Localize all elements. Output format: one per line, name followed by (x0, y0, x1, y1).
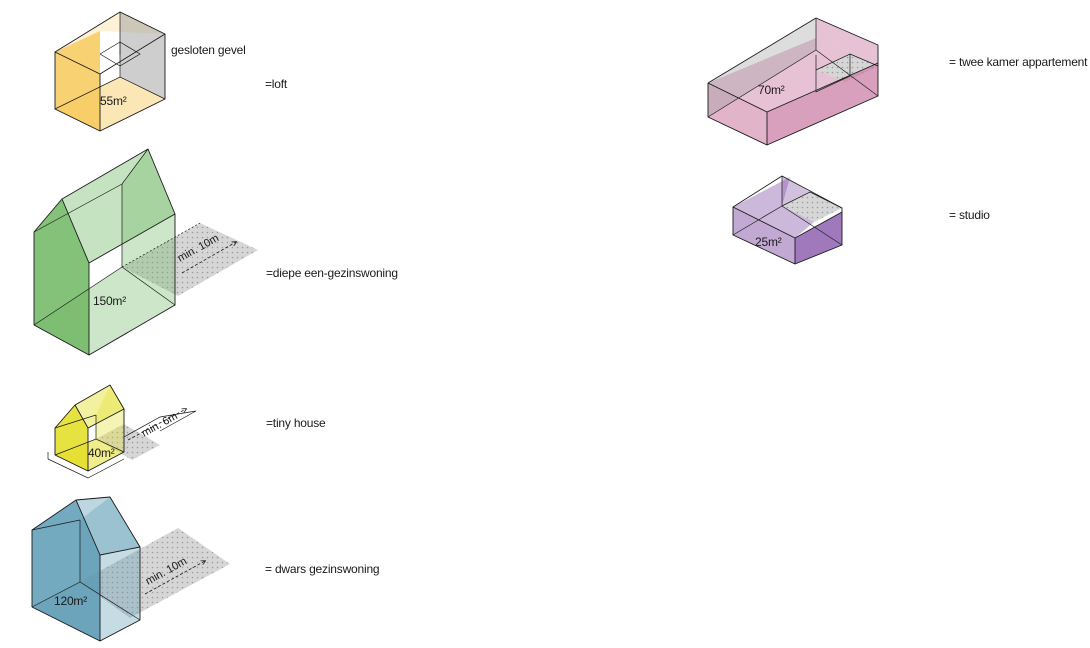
two-room-back-face (816, 18, 878, 63)
family-wide-floor (32, 582, 140, 641)
studio-legend: = studio (949, 208, 990, 222)
loft-legend: =loft (265, 77, 288, 91)
two-room-block (707, 17, 879, 146)
family-deep-area-label: 150m² (93, 294, 127, 308)
studio-block (732, 175, 843, 265)
family-deep-floor (34, 267, 175, 355)
studio-area-label: 25m² (755, 235, 782, 249)
two-room-area-label: 70m² (758, 83, 785, 97)
studio-back-face (782, 176, 810, 206)
family-deep-yard (122, 223, 258, 296)
loft-block (54, 11, 166, 132)
loft-closed-facade (120, 12, 165, 99)
tiny-house-legend: =tiny house (266, 416, 326, 430)
family-wide-area-label: 120m² (54, 594, 88, 608)
studio-left-face (733, 207, 795, 264)
family-wide-legend: = dwars gezinswoning (265, 562, 380, 576)
family-deep-roof (62, 149, 175, 263)
tiny-house-back-face (96, 385, 124, 452)
two-room-legend: = twee kamer appartement (949, 55, 1088, 69)
tiny-house-block: min. 6m (47, 384, 197, 479)
family-deep-back-face (122, 149, 175, 305)
loft-floor (55, 77, 165, 131)
tiny-house-roof (75, 385, 124, 428)
loft-area-label: 55m² (100, 94, 127, 108)
tiny-house-area-label: 40m² (88, 446, 115, 460)
two-room-front-face (767, 63, 878, 145)
tiny-house-dimension: min. 6m (140, 410, 180, 439)
two-room-floor (708, 38, 878, 112)
family-wide-back-face (80, 497, 140, 620)
family-wide-yard (80, 528, 230, 618)
family-wide-block: min. 10m (31, 496, 230, 642)
two-room-left-face (708, 83, 767, 145)
family-wide-left-face (32, 500, 100, 641)
family-wide-roof (76, 497, 140, 555)
studio-front-face (795, 212, 842, 264)
two-room-grey-wall (708, 18, 816, 117)
loft-left-face (55, 31, 100, 131)
tiny-house-yard (96, 424, 160, 460)
family-deep-legend: =diepe een-gezinswoning (266, 266, 398, 280)
family-deep-block: min. 10m (33, 148, 258, 356)
studio-floor (733, 177, 814, 238)
studio-courtyard (782, 192, 842, 222)
closed-facade-label: gesloten gevel (171, 43, 246, 57)
two-room-courtyard (816, 54, 878, 82)
